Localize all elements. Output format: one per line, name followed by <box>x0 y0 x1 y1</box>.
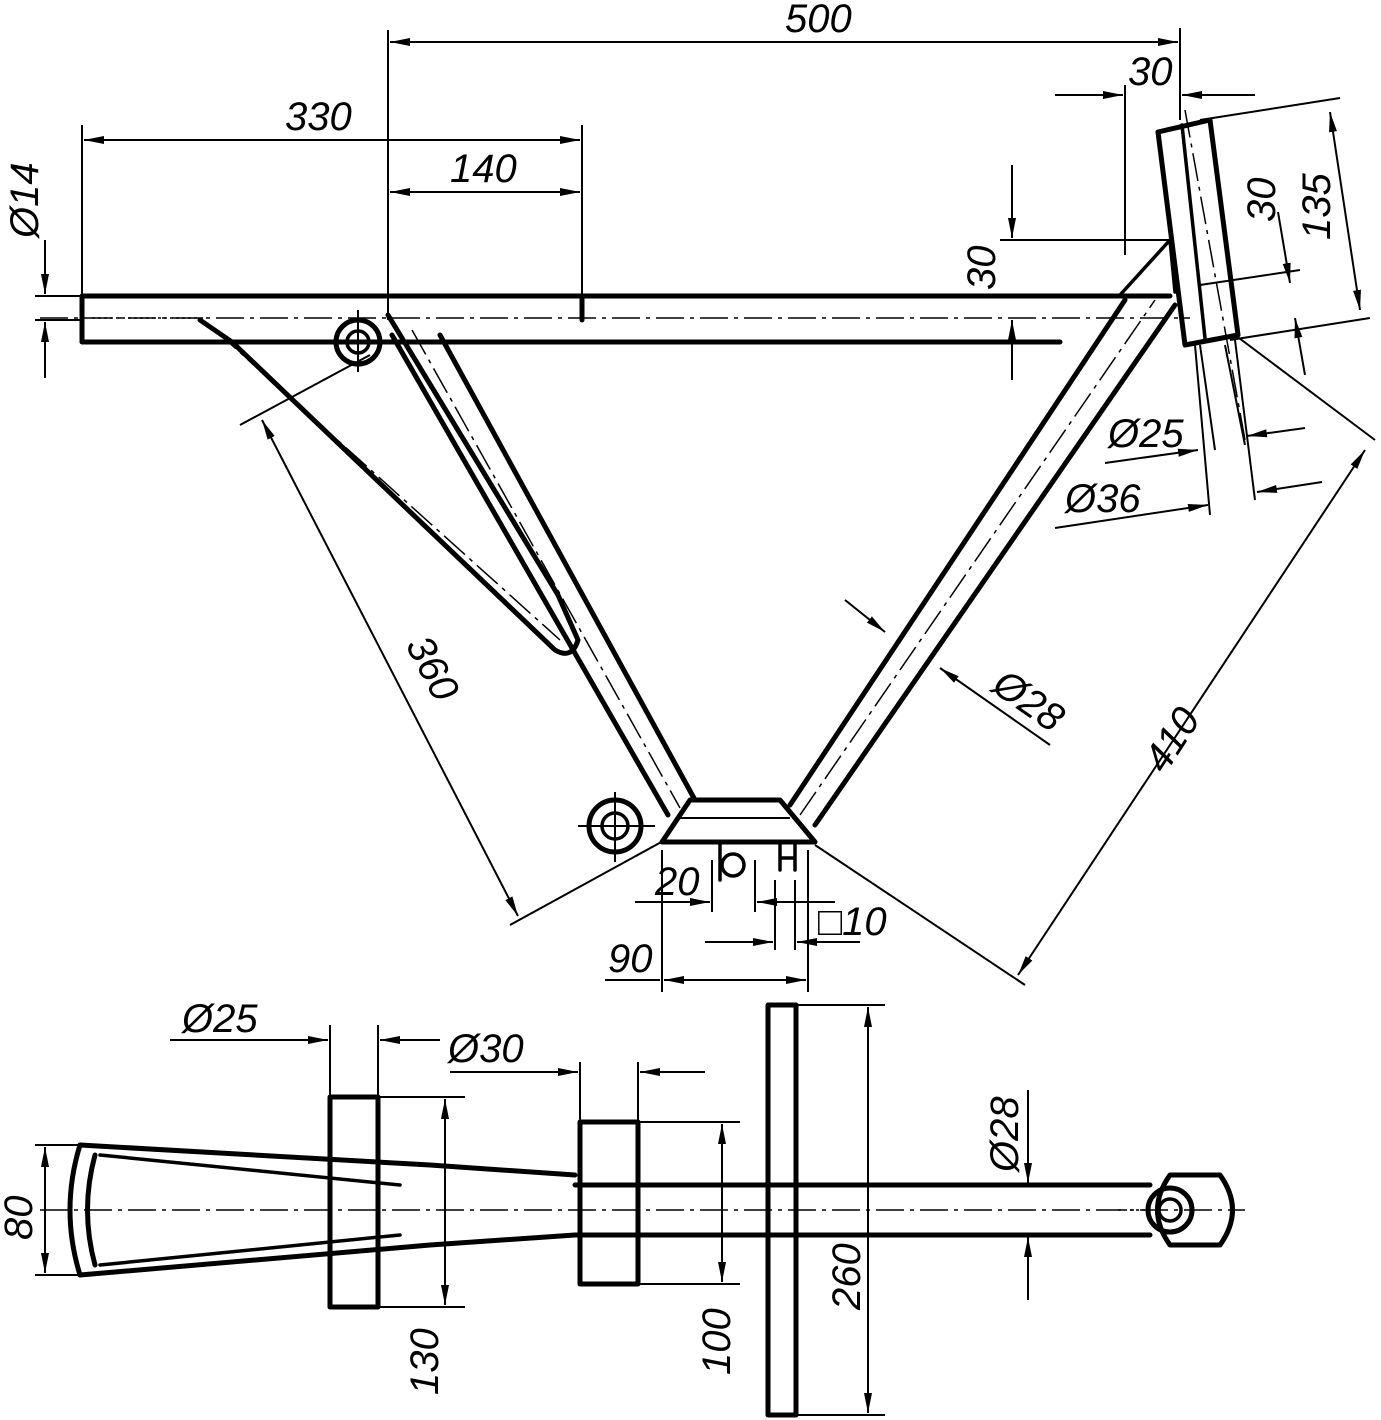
dim-260: 260 <box>825 1243 869 1311</box>
dim-25-bottom: Ø25 <box>180 997 258 1041</box>
left-brace <box>197 312 581 656</box>
crossbar-plate-130 <box>327 1094 381 1310</box>
dim-28-bottom: Ø28 <box>983 1096 1027 1174</box>
dim-36: Ø36 <box>1063 477 1141 521</box>
dim-14: Ø14 <box>3 162 47 240</box>
conical-socket <box>67 1142 578 1278</box>
dim-10: □10 <box>818 900 887 944</box>
head-tube <box>1155 117 1241 348</box>
dim-25-top: Ø25 <box>1106 412 1184 456</box>
dim-20: 20 <box>654 860 700 904</box>
dimension-lines <box>35 28 1376 992</box>
bottom-foot <box>659 797 818 845</box>
dim-130: 130 <box>403 1328 447 1395</box>
dim-30-right-upright: 30 <box>1240 178 1284 223</box>
crossbar-plate-260 <box>765 1002 799 1418</box>
plan-dimension-lines <box>35 1004 1050 1416</box>
dim-30-left-upright: 30 <box>960 246 1004 291</box>
dim-30-top: 30 <box>1128 50 1173 94</box>
end-eye-icon <box>1145 1172 1235 1248</box>
dim-90: 90 <box>608 937 653 981</box>
foot-bolt-icon <box>720 852 746 878</box>
dim-135: 135 <box>1295 173 1339 240</box>
dim-30-bottom: Ø30 <box>446 1027 524 1071</box>
crossbar-plate-100 <box>577 1119 641 1287</box>
frame-plan-view <box>35 1002 1245 1418</box>
dim-410: 410 <box>1136 700 1209 780</box>
central-rod <box>572 1182 1153 1238</box>
dim-330: 330 <box>285 95 352 139</box>
dim-500: 500 <box>785 0 852 41</box>
inner-diagonal-tube <box>389 332 698 818</box>
lower-pivot-eye-icon <box>578 792 655 862</box>
dim-360: 360 <box>397 629 467 709</box>
top-tube <box>79 293 1173 345</box>
right-tube <box>787 297 1178 828</box>
dim-100: 100 <box>695 1308 739 1375</box>
frame-elevation-view <box>35 28 1376 992</box>
dim-140: 140 <box>450 147 517 191</box>
dim-80: 80 <box>0 1196 41 1241</box>
